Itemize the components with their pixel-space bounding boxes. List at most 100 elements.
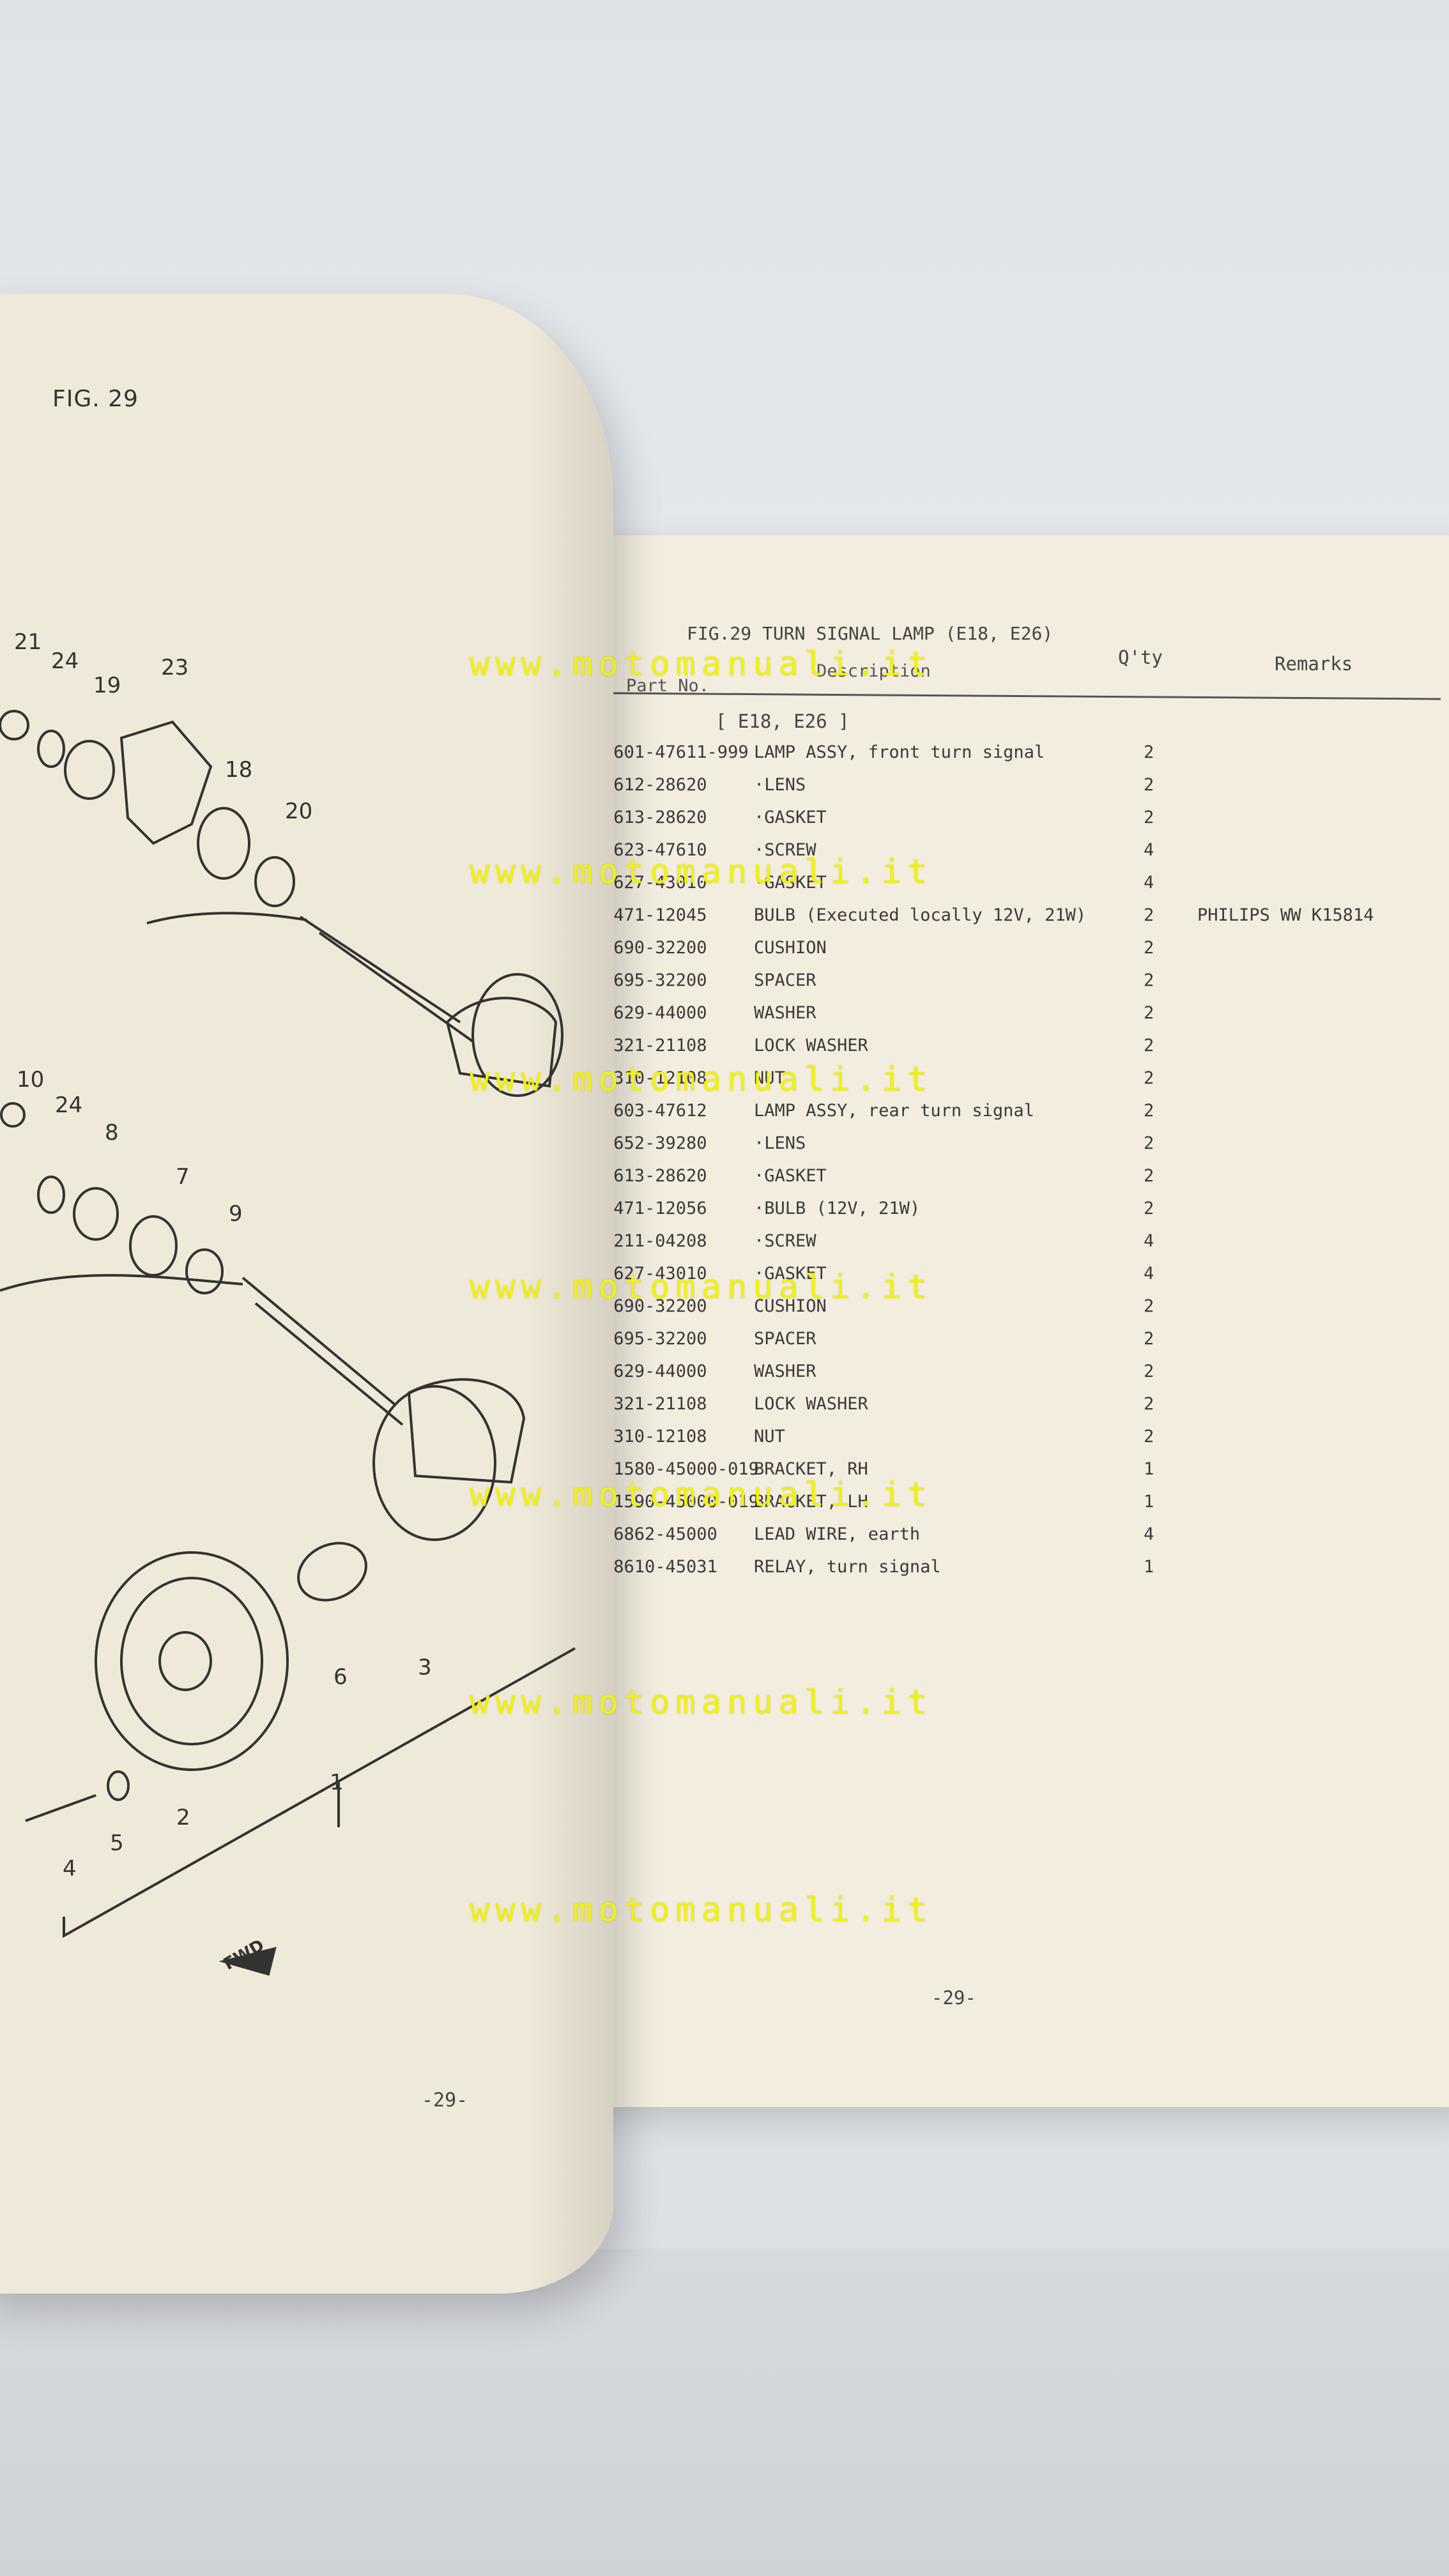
part-number: 5695-32200 — [603, 970, 707, 990]
part-description: LOCK WASHER — [754, 1036, 868, 1055]
part-description: ·GASKET — [754, 1166, 827, 1186]
part-description: NUT — [754, 1068, 785, 1088]
callout-21: 21 — [14, 629, 42, 655]
part-number: 41590-45000-019 — [603, 1492, 759, 1512]
figure-title: FIG. 29 — [52, 386, 139, 412]
callout-2: 2 — [176, 1805, 190, 1830]
part-description: ·GASKET — [754, 873, 827, 893]
watermark: www.motomanuali.it — [470, 1891, 933, 1929]
callout-9: 9 — [229, 1201, 243, 1227]
part-number: 8321-21108 — [603, 1036, 707, 1055]
part-description: LAMP ASSY, rear turn signal — [754, 1101, 1034, 1121]
watermark: www.motomanuali.it — [470, 1061, 933, 1099]
header-description: Description — [816, 661, 931, 681]
table-row: 5690-32200 CUSHION 2 — [603, 938, 1446, 970]
callout-24b: 24 — [55, 1092, 83, 1118]
part-number: 36862-45000 — [603, 1524, 717, 1544]
part-wire — [146, 912, 307, 924]
part-number: 5613-28620 — [603, 1166, 707, 1186]
part-description: NUT — [754, 1427, 785, 1446]
part-washer — [254, 856, 295, 907]
part-description: LEAD WIRE, earth — [754, 1524, 921, 1544]
part-description: ·SCREW — [754, 840, 816, 860]
part-qty: 2 — [1144, 1296, 1154, 1316]
table-row: 36862-45000 LEAD WIRE, earth 4 — [603, 1524, 1446, 1557]
part-number: 5690-32200 — [603, 938, 707, 958]
part-number: 9471-12056 — [603, 1199, 707, 1218]
part-housing — [471, 973, 564, 1097]
part-qty: 2 — [1144, 1166, 1154, 1186]
part-description: LOCK WASHER — [754, 1394, 868, 1414]
part-qty: 4 — [1144, 840, 1154, 860]
group-label: [ E18, E26 ] — [716, 710, 850, 732]
part-description: BRACKET, LH — [754, 1492, 868, 1512]
callout-24: 24 — [51, 648, 79, 674]
table-row: 5627-43010 ·GASKET 4 — [603, 1264, 1446, 1296]
part-number: 9471-12045 — [603, 905, 707, 925]
watermark: www.motomanuali.it — [470, 1683, 933, 1722]
part-number: 5627-43010 — [603, 1264, 707, 1284]
part-number: 3211-04208 — [603, 1231, 707, 1251]
part-description: BRACKET, RH — [754, 1459, 868, 1479]
part-description: SPACER — [754, 970, 816, 990]
part-number: 5612-28620 — [603, 775, 707, 795]
header-qty: Q'ty — [1118, 647, 1163, 668]
part-qty: 4 — [1144, 1524, 1154, 1544]
callout-4: 4 — [63, 1856, 77, 1882]
table-surface — [0, 2249, 1449, 2576]
part-description: ·GASKET — [754, 808, 827, 827]
part-description: ·GASKET — [754, 1264, 827, 1284]
part-qty: 2 — [1144, 970, 1154, 990]
part-description: ·LENS — [754, 775, 806, 795]
callout-1: 1 — [330, 1770, 344, 1795]
part-qty: 4 — [1144, 1264, 1154, 1284]
callout-10: 10 — [17, 1067, 45, 1092]
callout-18: 18 — [225, 757, 253, 783]
header-remarks: Remarks — [1275, 653, 1353, 675]
part-description: WASHER — [754, 1003, 816, 1023]
part-number: 5627-43010 — [603, 873, 707, 893]
part-description: CUSHION — [754, 938, 827, 958]
part-number: 8321-21108 — [603, 1394, 707, 1414]
table-row: 5612-28620 ·LENS 2 — [603, 775, 1446, 808]
part-qty: 2 — [1144, 775, 1154, 795]
part-qty: 1 — [1144, 1557, 1154, 1577]
table-row: 5613-28620 ·GASKET 2 — [603, 808, 1446, 840]
part-qty: 1 — [1144, 1492, 1154, 1512]
part-qty: 2 — [1144, 1036, 1154, 1055]
part-cushion — [197, 807, 250, 880]
watermark: www.motomanuali.it — [470, 1268, 933, 1307]
callout-8: 8 — [105, 1120, 119, 1146]
part-description: WASHER — [754, 1361, 816, 1381]
part-qty: 1 — [1144, 1459, 1154, 1479]
table-row: 5613-28620 ·GASKET 2 — [603, 1166, 1446, 1199]
table-row: 5629-44000 WASHER 2 — [603, 1003, 1446, 1036]
part-qty: 2 — [1144, 1003, 1154, 1023]
part-qty: 2 — [1144, 1329, 1154, 1349]
part-qty: 2 — [1144, 808, 1154, 827]
callout-3: 3 — [418, 1655, 432, 1680]
part-qty: 2 — [1144, 1361, 1154, 1381]
parts-list-title: FIG.29 TURN SIGNAL LAMP (E18, E26) — [687, 623, 1054, 644]
part-description: RELAY, turn signal — [754, 1557, 941, 1577]
part-qty: 2 — [1144, 742, 1154, 762]
part-qty: 2 — [1144, 938, 1154, 958]
watermark: www.motomanuali.it — [470, 853, 933, 891]
part-number: 5629-44000 — [603, 1003, 707, 1023]
callout-6: 6 — [334, 1664, 348, 1690]
part-number: 5613-28620 — [603, 808, 707, 827]
